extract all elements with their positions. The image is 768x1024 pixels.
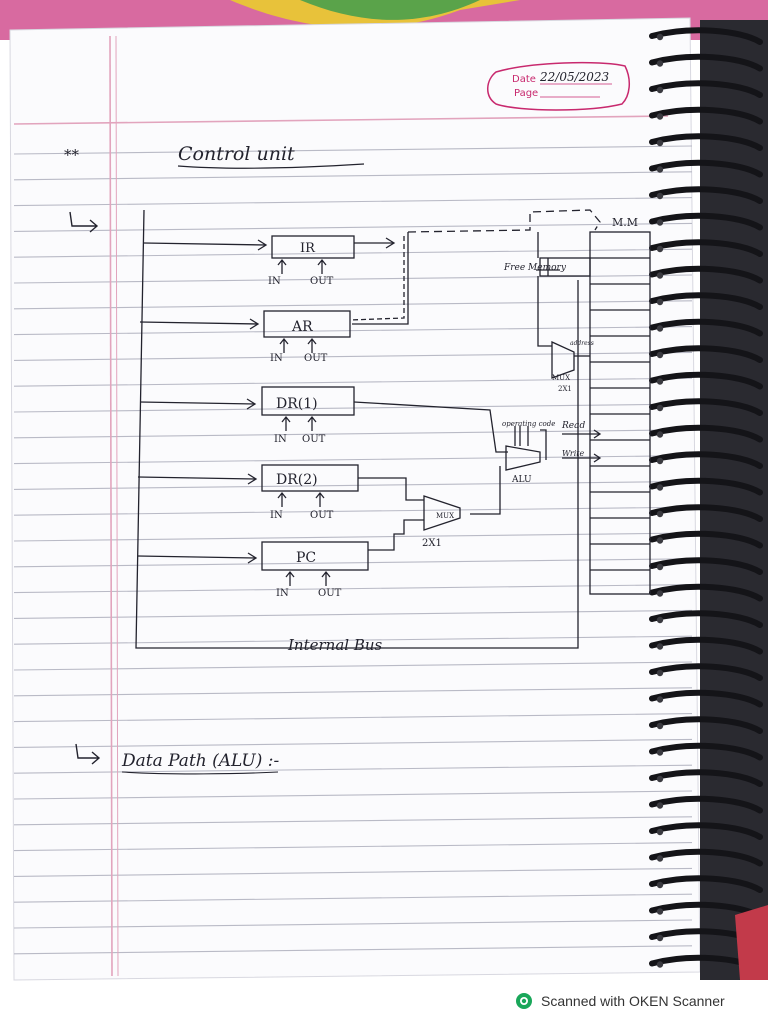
mux-bottom-size: 2X1 xyxy=(422,538,442,549)
note-title: Control unit xyxy=(178,143,295,165)
page-label: Page xyxy=(514,88,538,99)
alu-label: ALU xyxy=(511,475,532,485)
control-unit-diagram xyxy=(135,209,651,649)
free-memory-box xyxy=(539,257,591,277)
left-margin-line xyxy=(109,35,113,977)
scanner-text: Scanned with OKEN Scanner xyxy=(541,993,725,1009)
in-label: IN xyxy=(270,353,283,364)
internal-bus-label: Internal Bus xyxy=(287,636,383,654)
register-label-pc: PC xyxy=(296,550,316,566)
in-label: IN xyxy=(270,510,283,521)
register-box-pc xyxy=(261,541,369,571)
ruled-lines xyxy=(13,145,693,955)
out-label: OUT xyxy=(310,276,334,287)
register-label-ar: AR xyxy=(291,319,313,335)
oken-scanner-logo-icon xyxy=(516,993,532,1009)
out-label: OUT xyxy=(310,510,334,521)
mux-bottom xyxy=(423,495,461,531)
mux-bottom-label: MUX xyxy=(436,512,454,520)
internal-bus-line xyxy=(135,209,579,649)
paper-sheet xyxy=(9,17,701,981)
out-label: OUT xyxy=(304,353,328,364)
main-memory-label: M.M xyxy=(612,216,638,229)
out-label: OUT xyxy=(318,588,342,599)
date-label: Date xyxy=(512,74,536,85)
mux-top-label: MUX xyxy=(552,374,570,382)
register-box-dr1 xyxy=(261,386,355,416)
main-memory-column xyxy=(589,231,651,595)
mux-top xyxy=(551,340,575,379)
date-page-stamp: Date 22/05/2023 Page xyxy=(487,61,630,111)
register-box-ar xyxy=(263,310,351,338)
in-label: IN xyxy=(276,588,289,599)
alu-block xyxy=(505,445,541,471)
read-label: Read xyxy=(561,421,585,431)
spiral-binding-shadow xyxy=(700,20,768,980)
section-datapath: Data Path (ALU) :- xyxy=(121,751,279,771)
in-label: IN xyxy=(274,434,287,445)
date-value: 22/05/2023 xyxy=(539,70,610,84)
bullet-arrow-icon xyxy=(69,211,99,233)
mux-top-size: 2X1 xyxy=(558,385,572,393)
operating-code-label: operating code xyxy=(502,420,555,428)
stars-mark: ** xyxy=(64,146,80,164)
register-label-dr2: DR(2) xyxy=(276,472,318,488)
write-label: Write xyxy=(562,449,584,458)
scanner-watermark: Scanned with OKEN Scanner xyxy=(515,990,725,1012)
address-label: address xyxy=(570,340,594,347)
register-label-dr1: DR(1) xyxy=(276,396,318,412)
register-box-ir xyxy=(271,235,355,259)
in-label: IN xyxy=(268,276,281,287)
spiral-binding xyxy=(649,27,763,973)
register-label-ir: IR xyxy=(300,241,316,256)
out-label: OUT xyxy=(302,434,326,445)
bullet-arrow-icon xyxy=(75,743,101,765)
free-memory-label: Free Memory xyxy=(503,263,567,273)
header-margin-line xyxy=(13,115,669,125)
